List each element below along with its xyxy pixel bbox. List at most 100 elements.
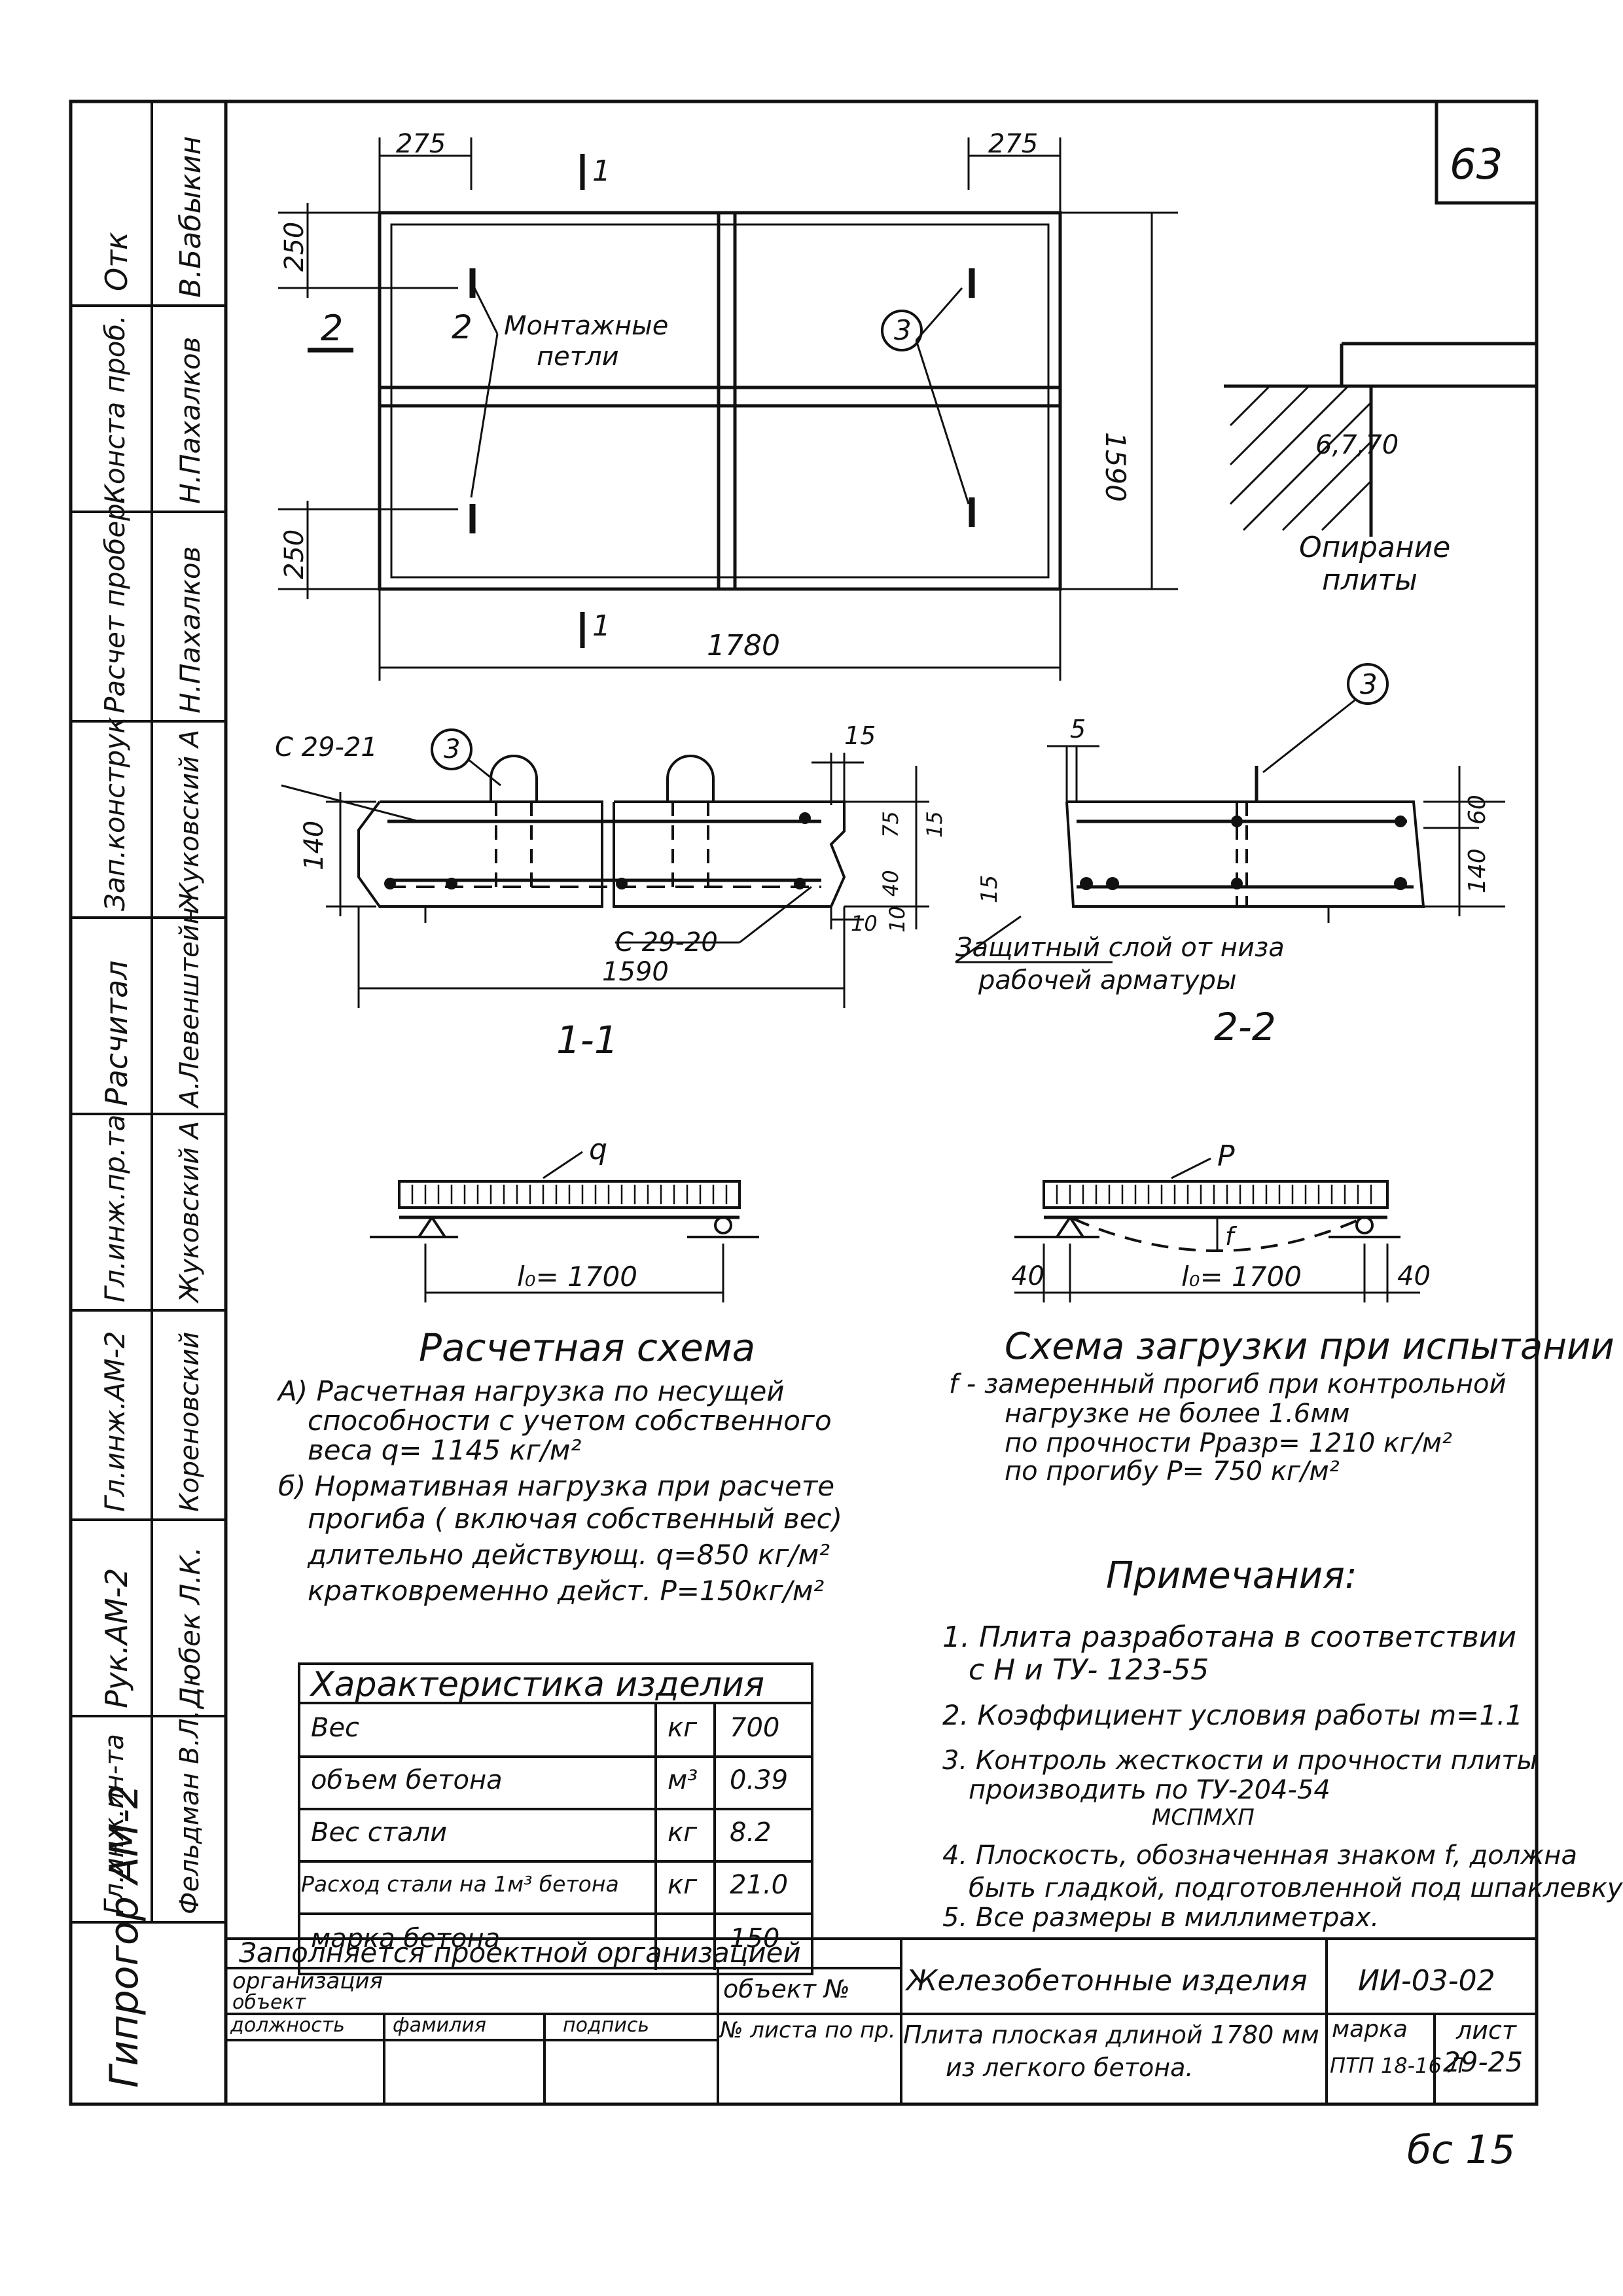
title-position: должность [230, 2014, 345, 2037]
char-row-2-name: объем бетона [311, 1765, 503, 1795]
bar-top-label: С 29-21 [275, 732, 378, 762]
stamp-role-1: Отк [99, 232, 134, 291]
section-1-dim-15: 15 [844, 721, 876, 750]
char-row-3-name: Вес стали [311, 1818, 448, 1848]
remark-line-7: 4. Плоскость, обозначенная знаком f, дол… [942, 1840, 1577, 1871]
section-mark-1-bottom: 1 [592, 609, 611, 643]
section-2-callout-3: 3 [1360, 668, 1378, 700]
title-description-1: Плита плоская длиной 1780 мм [903, 2020, 1319, 2049]
support-caption-1: Опирание [1299, 531, 1451, 564]
plan-dim-1780: 1780 [707, 629, 780, 662]
char-row-1-unit: кг [668, 1713, 698, 1743]
title-object-no: объект № [723, 1975, 850, 2003]
sheet-frame [69, 99, 1539, 2106]
stamp-name-4: Жуковский А [175, 729, 205, 911]
char-row-1-name: Вес [311, 1713, 360, 1743]
char-row-1-value: 700 [730, 1713, 780, 1743]
remark-line-1: 1. Плита разработана в соответствии [942, 1621, 1517, 1654]
char-row-2-unit: м³ [668, 1765, 698, 1795]
test-deflection-label: f [1225, 1222, 1234, 1251]
stamp-role-7: Гл.инж.АМ-2 [99, 1331, 131, 1512]
plan-dim-250-top: 250 [279, 221, 310, 272]
calc-load-label: q [589, 1133, 607, 1166]
support-dimension: 6,7,70 [1315, 430, 1399, 460]
calc-note-a3: веса q= 1145 кг/м² [308, 1434, 582, 1466]
calc-note-b1: б) Нормативная нагрузка при расчете [278, 1470, 835, 1502]
test-note-f4: по прогибу P= 750 кг/м² [1005, 1456, 1340, 1486]
test-note-f1: f - замеренный прогиб при контрольной [949, 1369, 1507, 1399]
section-1-dim-1590: 1590 [602, 957, 669, 987]
section-mark-2: 2 [321, 308, 344, 349]
page-number: 63 [1450, 141, 1503, 189]
test-end-left: 40 [1011, 1261, 1044, 1291]
section-1-dim-140: 140 [299, 820, 329, 870]
section-1-dim-40: 40 [878, 870, 903, 897]
remarks-title: Примечания: [1106, 1554, 1357, 1597]
title-sheet: 29-25 [1443, 2046, 1524, 2078]
plan-dim-250-bottom: 250 [279, 529, 310, 579]
stamp-role-3: Расчет пробер. [99, 494, 131, 713]
section-2-title: 2-2 [1214, 1005, 1276, 1049]
section-1-title: 1-1 [556, 1018, 618, 1062]
char-row-4-value: 21.0 [730, 1870, 789, 1900]
title-surname: фамилия [393, 2014, 486, 2037]
plan-callout-3: 3 [894, 314, 912, 346]
stamp-name-9: Фельдман В.Л. [175, 1710, 205, 1914]
stamp-role-5: Расчитал [99, 960, 134, 1106]
title-mark: ПТП 18-16 Л [1330, 2053, 1465, 2078]
title-organization: организация [232, 1968, 383, 1994]
side-stamp-divider [151, 101, 153, 1921]
remark-line-8: быть гладкой, подготовленной под шпаклев… [969, 1873, 1623, 1903]
stamp-organization: Гипрогор АМ-2 [101, 1784, 147, 2088]
stamp-role-2: Конста проб. [99, 315, 131, 504]
test-end-right: 40 [1397, 1261, 1431, 1291]
cover-note-1: Защитный слой от низа [955, 933, 1285, 963]
section-2-dim-140: 140 [1464, 848, 1491, 893]
remark-line-9: 5. Все размеры в миллиметрах. [942, 1903, 1380, 1933]
characteristics-title: Характеристика изделия [311, 1665, 765, 1704]
section-2-dim-5: 5 [1070, 715, 1086, 744]
section-mark-1-top: 1 [592, 154, 611, 188]
stamp-name-2: Н.Пахалков [174, 336, 206, 504]
calc-note-b4: кратковременно дейст. P=150кг/м² [308, 1575, 825, 1607]
test-span-label: l₀= 1700 [1181, 1261, 1302, 1293]
stamp-name-8: Дюбек Л.К. [174, 1547, 206, 1708]
char-row-3-unit: кг [668, 1818, 698, 1848]
title-mark-label: марка [1332, 2016, 1408, 2043]
calc-note-b3: длительно действующ. q=850 кг/м² [308, 1539, 830, 1571]
support-caption-2: плиты [1322, 564, 1418, 597]
remark-line-5: производить по ТУ-204-54 [969, 1775, 1330, 1805]
characteristics-table [298, 1662, 813, 1975]
test-scheme-title: Схема загрузки при испытании [1005, 1325, 1614, 1368]
calc-note-a1: А) Расчетная нагрузка по несущей [278, 1375, 785, 1407]
stamp-role-4: Зап.конструк [99, 717, 131, 911]
char-row-3-value: 8.2 [730, 1818, 772, 1848]
plan-dim-275-left: 275 [396, 129, 446, 159]
remark-line-4: 3. Контроль жесткости и прочности плиты [942, 1746, 1538, 1776]
calc-span-label: l₀= 1700 [517, 1261, 637, 1293]
stamp-role-6: Гл.инж.пр.та [99, 1114, 131, 1302]
title-description-2: из легкого бетона. [946, 2053, 1194, 2082]
loop-label-text-2: петли [537, 342, 619, 372]
bar-bottom-label: С 29-20 [615, 927, 718, 958]
test-note-f3: по прочности Pразр= 1210 кг/м² [1005, 1428, 1452, 1458]
cover-note-2: рабочей арматуры [978, 965, 1237, 996]
section-1-dim-15b: 15 [922, 811, 947, 838]
stamp-name-3: Н.Пахалков [174, 546, 206, 713]
title-category: Железобетонные изделия [906, 1964, 1308, 1998]
remark-line-6: МСПМХП [1152, 1804, 1255, 1831]
stamp-name-1: В.Бабыкин [174, 135, 207, 298]
char-row-2-value: 0.39 [730, 1765, 789, 1795]
stamp-name-7: Кореновский [175, 1331, 205, 1512]
char-row-4-unit: кг [668, 1870, 698, 1900]
section-1-dim-10b: 10 [851, 911, 878, 936]
plan-dim-275-right: 275 [988, 129, 1039, 159]
calc-note-a2: способности с учетом собственного [308, 1405, 832, 1437]
title-series: ИИ-03-02 [1358, 1964, 1495, 1998]
stamp-role-8: Рук.АМ-2 [99, 1568, 134, 1708]
handwritten-corner-note: бс 15 [1407, 2127, 1516, 2173]
remark-line-2: с Н и ТУ- 123-55 [969, 1653, 1209, 1687]
stamp-name-6: Жуковский А [175, 1121, 205, 1302]
title-sheet-no-label: № листа по пр. [720, 2017, 896, 2043]
